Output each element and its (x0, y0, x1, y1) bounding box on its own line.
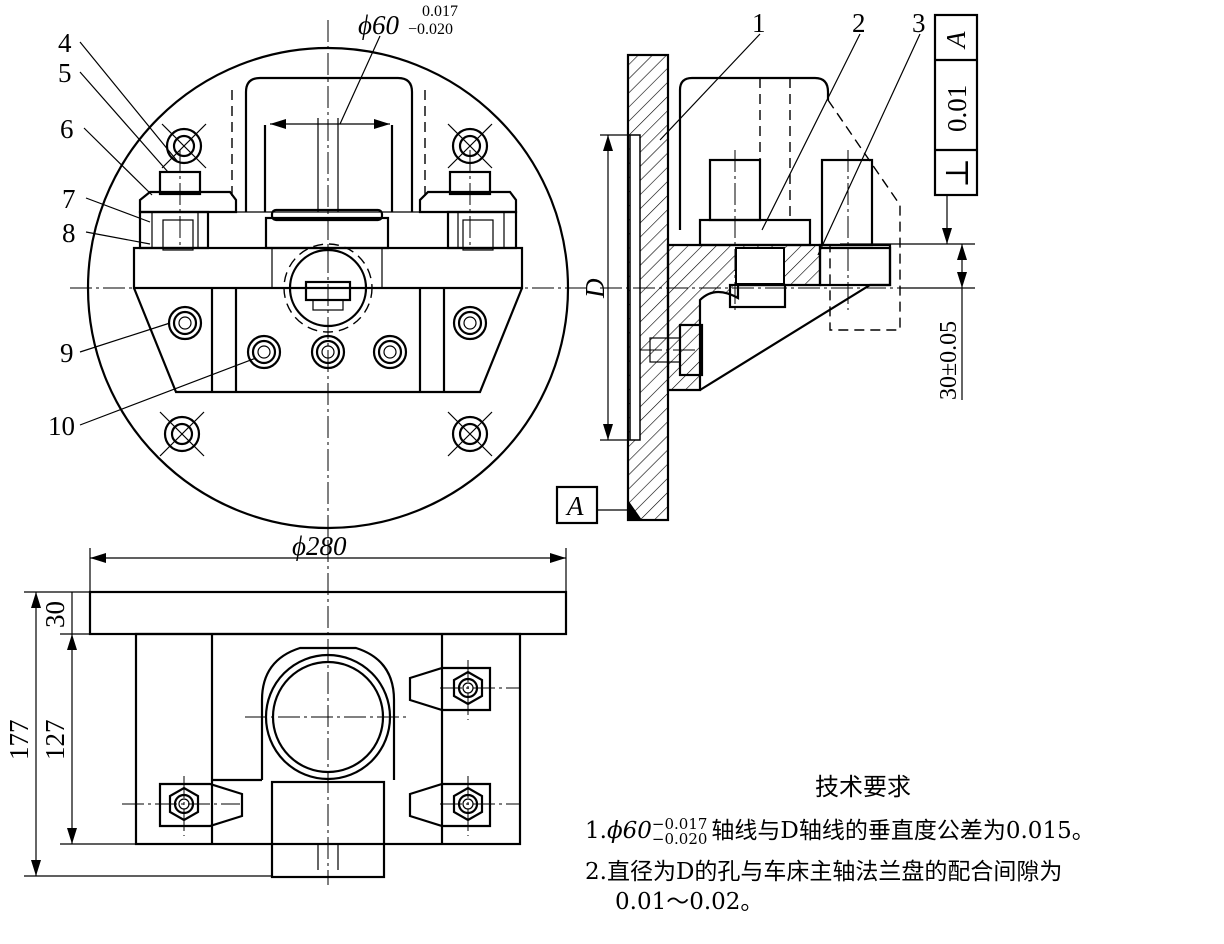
tol-datum: A (941, 31, 971, 50)
item1-upper: −0.017 (651, 815, 708, 833)
datum-A: A (565, 491, 584, 521)
item1-lower: −0.020 (651, 830, 708, 848)
tech-req-item-2-cont: 0.01～0.02。 (615, 889, 764, 915)
front-view: ϕ60 0.017 −0.020 (48, 3, 590, 540)
tech-req-title: 技术要求 (815, 773, 911, 801)
item1-symbol: ϕ60 (606, 818, 652, 844)
item1-prefix: 1. (585, 818, 607, 844)
side-view: D A A 0.01 ⊥ 30±0.05 1 2 3 (555, 8, 979, 525)
part-number-4: 4 (58, 28, 72, 58)
part-number-9: 9 (60, 338, 74, 368)
item1-text: 轴线与D轴线的垂直度公差为0.015。 (711, 818, 1095, 844)
dim-offset: 30±0.05 (936, 321, 962, 400)
dim-bore-symbol: ϕ60 (358, 10, 399, 40)
dim-177: 177 (4, 720, 34, 761)
part-number-8: 8 (62, 218, 76, 248)
dim-127: 127 (40, 720, 70, 761)
part-number-6: 6 (60, 114, 74, 144)
dim-30: 30 (40, 601, 70, 628)
part-number-1: 1 (752, 8, 766, 38)
part-number-2: 2 (852, 8, 866, 38)
part-number-7: 7 (62, 184, 76, 214)
part-number-5: 5 (58, 58, 72, 88)
dim-bore-upper: 0.017 (422, 3, 458, 20)
item1-tolerance: −0.017−0.020 (652, 817, 708, 847)
part-number-10: 10 (48, 411, 75, 441)
tol-symbol: ⊥ (939, 158, 975, 188)
dim-diameter-280: ϕ280 (292, 531, 347, 561)
bottom-view: ϕ280 (4, 531, 568, 885)
dim-D: D (580, 278, 610, 299)
tol-value: 0.01 (942, 85, 972, 132)
part-number-3: 3 (912, 8, 926, 38)
tech-req-item-2: 2.直径为D的孔与车床主轴法兰盘的配合间隙为 (585, 859, 1063, 885)
dim-bore-lower: −0.020 (408, 21, 453, 38)
